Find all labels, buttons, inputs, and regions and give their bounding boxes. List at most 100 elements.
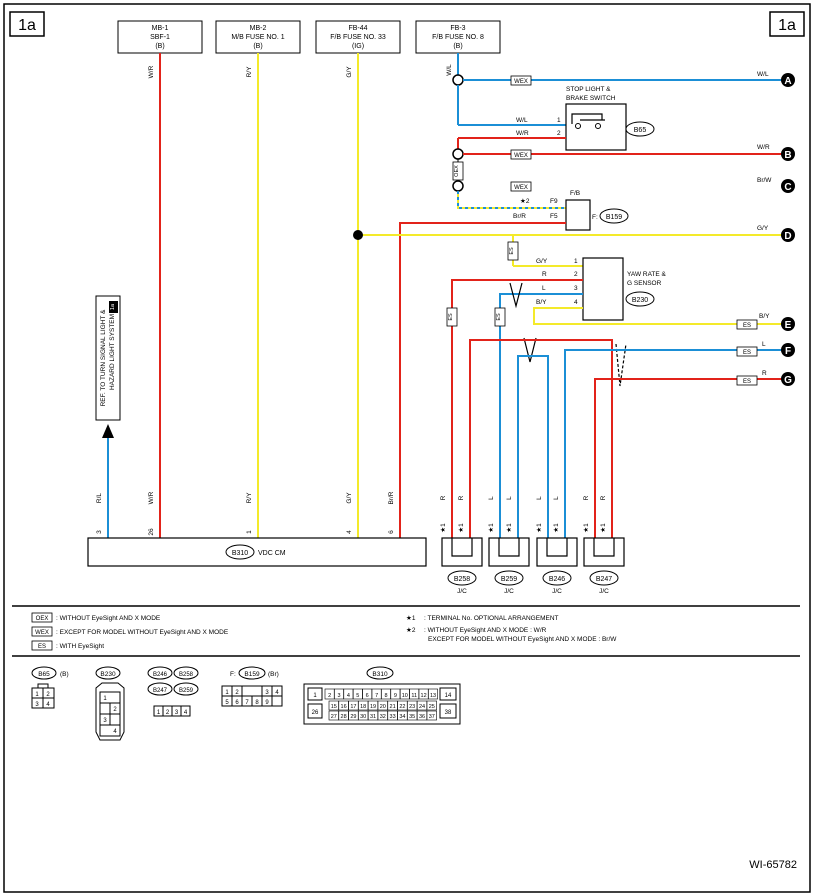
ref-turn-signal-box: REF. TO TURN SIGNAL LIGHT & HAZARD LIGHT… (95, 295, 121, 421)
svg-text:ES: ES (448, 313, 454, 321)
pin-number: 1 (557, 117, 561, 124)
wire-label: R (583, 495, 590, 500)
svg-text:B159: B159 (244, 671, 260, 678)
section-badge-right: 1a (769, 11, 805, 37)
svg-text:ES: ES (509, 247, 515, 255)
svg-text:STOP LIGHT &: STOP LIGHT & (566, 86, 611, 93)
fuse-box-mb1: MB-1 SBF-1 (B) (117, 20, 203, 54)
svg-text:ES: ES (496, 313, 502, 321)
pin-number: 7 (375, 693, 378, 699)
svg-text:J/C: J/C (457, 588, 467, 595)
wex-tag: WEX (510, 149, 532, 160)
svg-text:WEX: WEX (35, 630, 49, 636)
connector-view-b230: B230 1 2 3 4 (95, 666, 125, 741)
terminal-a: A (781, 73, 795, 87)
svg-text:: WITH EyeSight: : WITH EyeSight (56, 643, 104, 650)
star-note: ★1 (457, 523, 465, 533)
pin-number: 4 (346, 530, 353, 534)
terminal-f: F (781, 343, 795, 357)
svg-text:4: 4 (184, 710, 188, 716)
svg-text:F/B FUSE NO. 8: F/B FUSE NO. 8 (432, 34, 484, 41)
wire-label: L (542, 285, 546, 292)
svg-text:MB-1: MB-1 (152, 25, 169, 32)
pin-number: 4 (347, 693, 350, 699)
connector-label-b65: B65 (625, 121, 655, 137)
svg-text:J/C: J/C (504, 588, 514, 595)
wire-by-e (533, 307, 783, 325)
svg-text:B159: B159 (606, 214, 622, 221)
pin-number: 12 (421, 693, 427, 699)
svg-text:1a: 1a (18, 17, 36, 34)
terminal-b: B (781, 147, 795, 161)
pin-number: 35 (409, 714, 415, 720)
svg-text:G SENSOR: G SENSOR (627, 280, 662, 287)
svg-text:B310: B310 (232, 550, 248, 557)
wire-label: Br/R (513, 213, 526, 220)
pin-number: 8 (384, 693, 387, 699)
wire-label: L (553, 496, 560, 500)
wire-label: R/L (96, 493, 103, 504)
joint-connector-b247: B247 J/C (583, 537, 625, 595)
svg-text:REF. TO TURN SIGNAL LIGHT &: REF. TO TURN SIGNAL LIGHT & (100, 309, 107, 406)
svg-text:2: 2 (235, 690, 239, 696)
pin-number: 6 (388, 530, 395, 534)
svg-text:B246: B246 (153, 672, 168, 678)
svg-text:★2: ★2 (406, 626, 416, 634)
es-tag: ES (507, 241, 519, 261)
svg-text:F/B: F/B (570, 190, 580, 197)
wire-label: G/Y (346, 492, 353, 504)
pin-number: 18 (360, 704, 366, 710)
svg-text:YAW RATE &: YAW RATE & (627, 271, 667, 278)
pin-number: 36 (419, 714, 425, 720)
svg-text:F/B FUSE NO. 33: F/B FUSE NO. 33 (330, 34, 386, 41)
pin-number: 2 (574, 271, 578, 278)
svg-text:ES: ES (38, 644, 46, 650)
wire-label: W/R (148, 491, 155, 504)
pin-number: 32 (380, 714, 386, 720)
es-tag: ES (446, 307, 458, 327)
svg-text:1a: 1a (778, 17, 796, 34)
wire-label: W/R (516, 130, 529, 137)
pin-number: F9 (550, 198, 558, 205)
star-note: ★1 (552, 523, 560, 533)
pin-number: 34 (399, 714, 405, 720)
svg-text:2: 2 (166, 710, 170, 716)
pin-number: 9 (394, 693, 397, 699)
pin-number: 1 (574, 258, 578, 265)
terminal-d: D (781, 228, 795, 242)
twisted-pair-mark (615, 343, 627, 387)
arrow-up-icon (102, 424, 114, 438)
pin-number: 30 (360, 714, 366, 720)
pin-number: 2 (557, 130, 561, 137)
pin-number: 6 (366, 693, 369, 699)
svg-text:WEX: WEX (514, 185, 528, 191)
svg-text:B246: B246 (549, 576, 565, 583)
pin-number: 29 (350, 714, 356, 720)
wire-r-g (594, 378, 783, 538)
pin-number: 25 (429, 704, 435, 710)
page-frame (3, 3, 811, 893)
joint-connector-b259: B259 J/C (488, 537, 530, 595)
svg-text:C: C (784, 182, 791, 193)
es-tag: ES (736, 346, 758, 357)
svg-text:B: B (784, 150, 791, 161)
pin-number: 21 (390, 704, 396, 710)
pin-number: 26 (148, 528, 155, 536)
svg-text:ES: ES (743, 379, 751, 385)
yaw-rate-g-sensor: YAW RATE & G SENSOR B230 (582, 257, 667, 321)
svg-text:(B): (B) (60, 671, 69, 678)
es-tag: ES (494, 307, 506, 327)
wire-label: Br/W (757, 177, 772, 184)
wire-label: G/Y (757, 225, 769, 232)
pin-number: 15 (331, 704, 337, 710)
wire-f9-yellow (457, 191, 566, 209)
svg-text:B230: B230 (632, 297, 648, 304)
svg-text:7: 7 (245, 700, 249, 706)
wire-l-yaw3 (499, 293, 583, 538)
svg-text:4: 4 (113, 729, 117, 735)
svg-text:(B): (B) (155, 43, 164, 50)
svg-text:D: D (784, 231, 791, 242)
svg-text:: TERMINAL No. OPTIONAL ARRANG: : TERMINAL No. OPTIONAL ARRANGEMENT (424, 615, 559, 622)
star-note: ★1 (439, 523, 447, 533)
pin-number: 23 (409, 704, 415, 710)
